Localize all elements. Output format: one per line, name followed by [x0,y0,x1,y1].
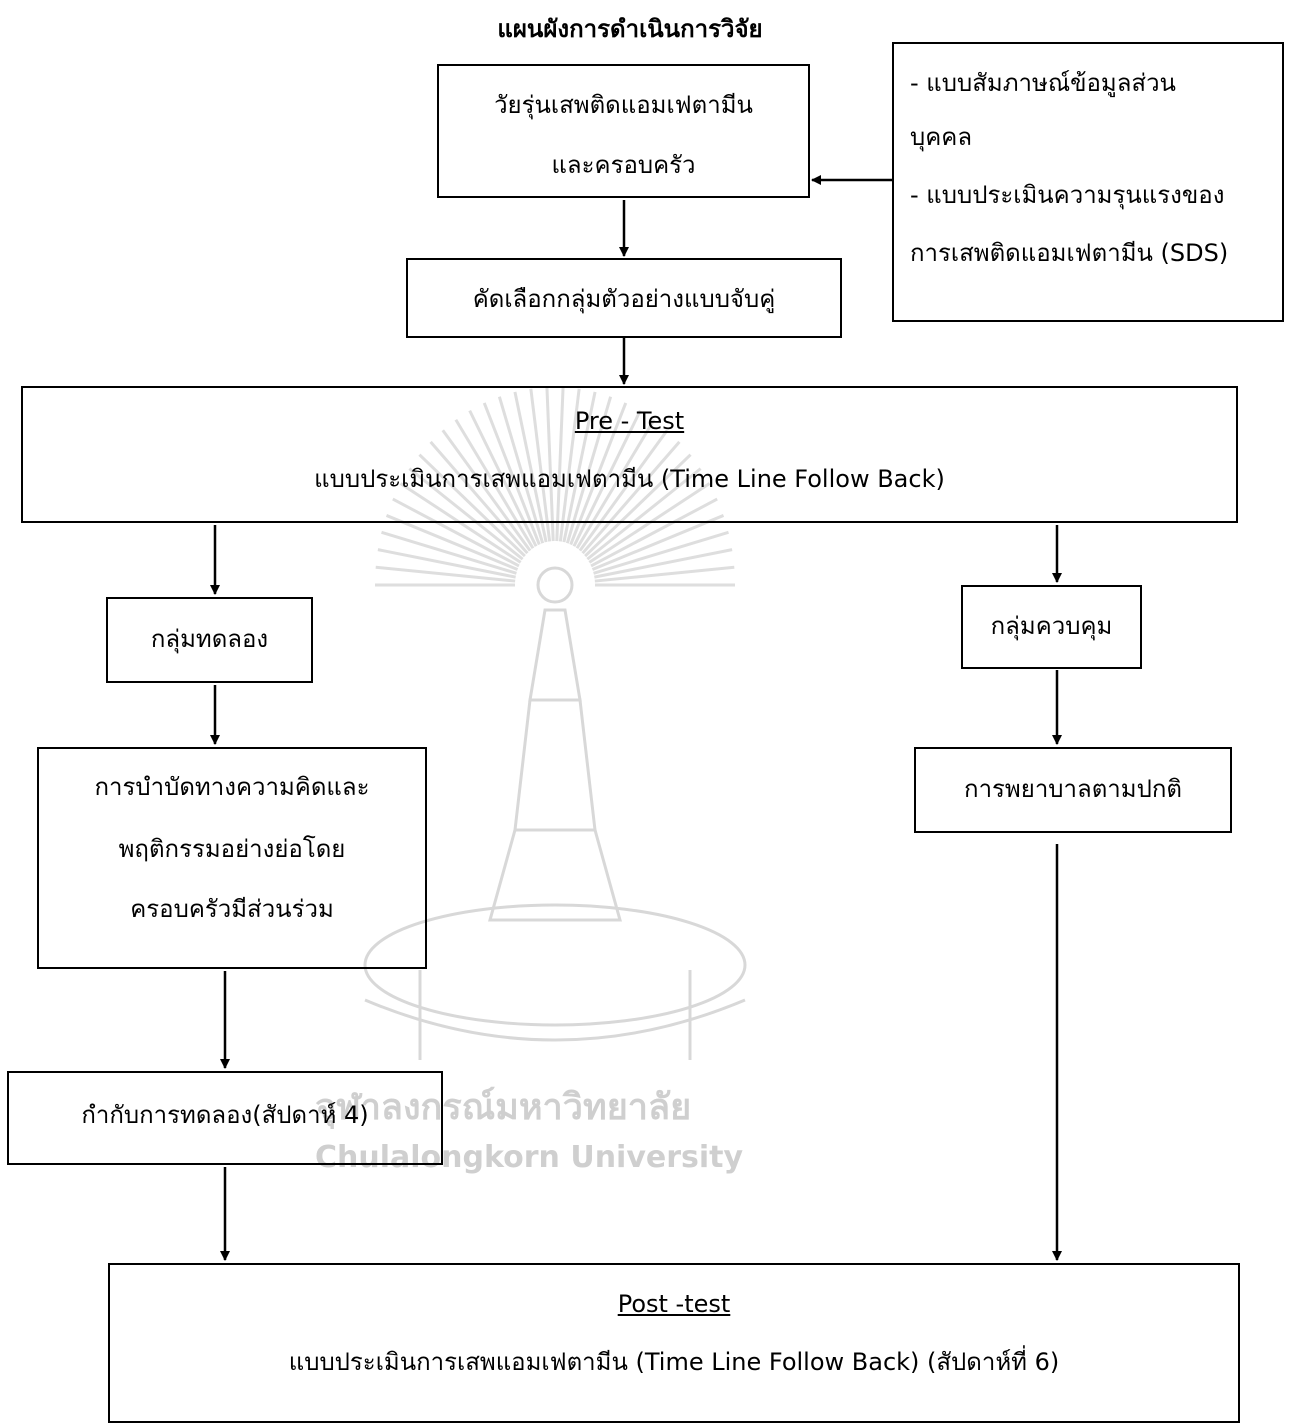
seal-ray [429,440,529,555]
seal-ray [385,514,519,571]
seal-ray [375,565,516,583]
seal-ray [482,402,541,546]
intervention-line-1: การบำบัดทางความคิดและ [94,773,370,801]
seal-ray [593,530,729,575]
usual-care-label: การพยาบาลตามปกติ [964,775,1182,803]
seal-ray [558,388,581,542]
population-line-2: และครอบครัว [551,151,696,179]
seal-ray [584,453,692,558]
selection-box [406,258,842,338]
seal-ray [377,548,516,579]
seal-ray [562,391,597,543]
seal-ray [586,467,702,561]
usual-care-box [914,747,1232,833]
watermark-thai-name: จุฬาลงกรณ์มหาวิทยาลัย [315,1087,692,1128]
seal-ray [529,388,552,542]
tools-line-1: - แบบสัมภาษณ์ข้อมูลส่วน [910,69,1176,97]
seal-ray [575,418,656,550]
intervention-line-2: พฤติกรรมอย่างย่อโดย [118,835,346,863]
control-group-label: กลุ่มควบคุม [990,612,1113,640]
posttest-box [108,1263,1240,1423]
seal-ray [555,387,565,542]
experimental-group-box [106,597,313,683]
seal-ray [594,548,733,579]
seal-ray [454,418,535,550]
seal-ray [591,514,725,571]
seal-ray [594,565,735,583]
intervention-box [37,747,427,969]
population-box [437,64,810,198]
tools-line-3: - แบบประเมินความรุนแรงของ [910,181,1225,209]
seal-ray [578,429,669,552]
tools-box [892,42,1284,322]
seal-ray [497,396,545,544]
seal-ray [581,440,681,555]
tools-line-2: บุคคล [910,123,973,151]
pretest-text: แบบประเมินการเสพแอมเฟตามีน (Time Line Fo… [314,465,945,493]
seal-ray [565,396,613,544]
seal-ray [513,391,548,543]
seal-ray [545,387,555,542]
manipulation-check-box [7,1071,443,1165]
experimental-group-label: กลุ่มทดลอง [150,625,269,653]
pretest-box [21,386,1238,523]
seal-ray [441,429,532,552]
selection-label: คัดเลือกกลุ่มตัวอย่างแบบจับคู่ [472,285,776,313]
seal-ray [381,530,517,575]
seal-ray [468,409,538,547]
seal-ray [569,402,628,546]
intervention-line-3: ครอบครัวมีส่วนร่วม [130,895,334,923]
seal-ray [418,453,526,558]
posttest-heading: Post -test [617,1290,731,1318]
seal-ray [408,467,524,561]
population-line-1: วัยรุ่นเสพติดแอมเฟตามีน [494,91,753,119]
posttest-text: แบบประเมินการเสพแอมเฟตามีน (Time Line Fo… [288,1348,1060,1376]
diagram-title: แผนผังการดำเนินการวิจัย [497,15,763,43]
manipulation-check-label: กำกับการทดลอง(สัปดาห์ 4) [81,1101,369,1129]
control-group-box [961,585,1142,669]
seal-ray [392,497,520,568]
tools-line-4: การเสพติดแอมเฟตามีน (SDS) [910,239,1229,267]
seal-ray [572,409,642,547]
pretest-heading: Pre - Test [574,407,685,435]
seal-ray [590,497,718,568]
watermark-english-name: Chulalongkorn University [315,1140,744,1175]
